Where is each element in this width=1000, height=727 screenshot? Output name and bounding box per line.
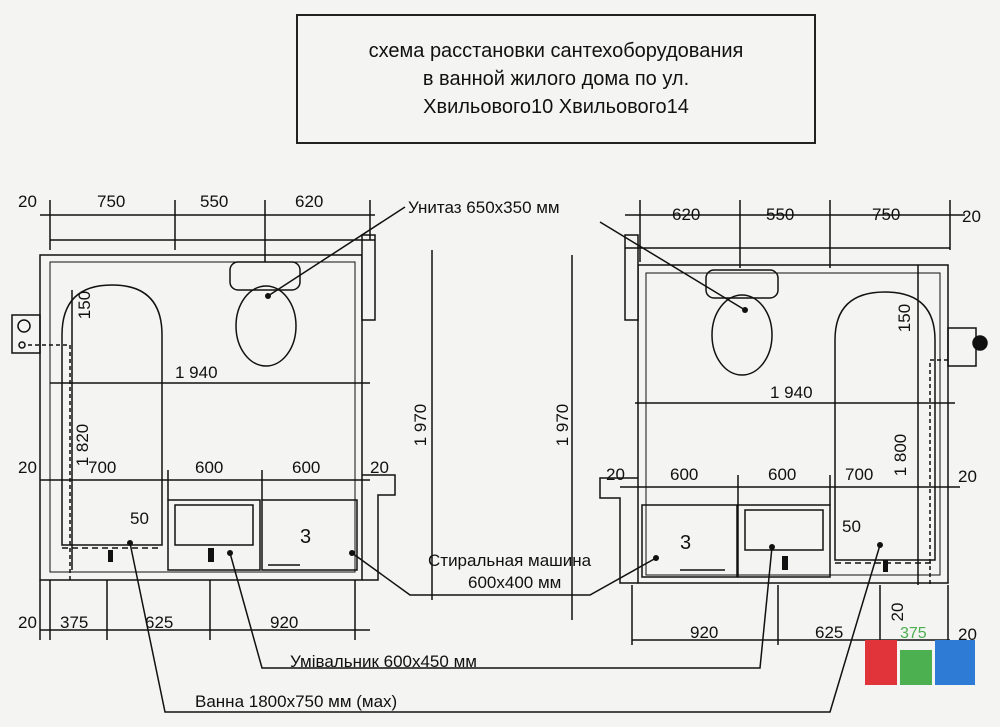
- right-toilet-tank: [705, 269, 779, 299]
- left-sink: [167, 499, 261, 571]
- right-dim-600-a: 600: [670, 465, 698, 484]
- left-washer: [261, 499, 358, 571]
- left-dim-700: 700: [88, 458, 116, 477]
- right-room-inner: [645, 272, 941, 576]
- right-riser-pipe: [947, 327, 977, 367]
- left-washer-num: 3: [300, 526, 311, 548]
- left-partition-top: [361, 234, 376, 321]
- label-washer-line2: 600х400 мм: [468, 573, 561, 592]
- right-dim-625: 625: [815, 623, 843, 642]
- leader-bath: [129, 542, 881, 713]
- right-dim-1800: 1 800: [891, 434, 910, 477]
- right-dim-600-b: 600: [768, 465, 796, 484]
- left-room-inner: [49, 261, 356, 573]
- right-toilet-bowl: [711, 294, 773, 376]
- title-line-2: в ванной жилого дома по ул.: [422, 68, 690, 90]
- right-partition-top: [624, 234, 639, 321]
- left-dim-920: 920: [270, 613, 298, 632]
- right-mark-50: 50: [842, 517, 861, 536]
- label-toilet: Унитаз 650х350 мм: [408, 198, 560, 217]
- left-dim-20-right: 20: [370, 458, 389, 477]
- right-partition-bottom: [599, 477, 638, 584]
- right-dim-1940: 1 940: [770, 383, 813, 402]
- right-dim-150: 150: [895, 304, 914, 332]
- right-dim-20-vertical: 20: [888, 603, 907, 622]
- right-dim-20-mid-left: 20: [606, 465, 625, 484]
- right-sink: [737, 504, 831, 578]
- left-bathtub: [61, 284, 163, 546]
- left-toilet-bowl: [235, 285, 297, 367]
- left-dim-375: 375: [60, 613, 88, 632]
- left-dim-600-b: 600: [292, 458, 320, 477]
- left-mark-50: 50: [130, 509, 149, 528]
- right-bathtub: [834, 291, 936, 561]
- right-washer-num: 3: [680, 532, 691, 554]
- right-dim-700: 700: [845, 465, 873, 484]
- title-line-3: Хвильового10 Хвильового14: [423, 96, 689, 118]
- right-dim-20-top: 20: [962, 207, 981, 226]
- left-dim-20-top: 20: [18, 192, 37, 211]
- right-dim-550: 550: [766, 205, 794, 224]
- logo-green-block: [900, 650, 932, 685]
- right-washer: [641, 504, 738, 578]
- logo-blue-block: [935, 640, 975, 685]
- title-line-1: схема расстановки сантехоборудования: [368, 40, 744, 62]
- left-dim-550: 550: [200, 192, 228, 211]
- logo-375: 375: [865, 625, 975, 685]
- left-dim-600-a: 600: [195, 458, 223, 477]
- left-room-outline: [39, 254, 363, 581]
- left-riser-pipe: [11, 314, 41, 354]
- left-dim-625: 625: [145, 613, 173, 632]
- leader-toilet-right: [599, 221, 746, 311]
- left-partition-bottom: [362, 474, 396, 581]
- leader-toilet-left: [267, 206, 406, 297]
- logo-text: 375: [900, 625, 927, 642]
- label-bath: Ванна 1800х750 мм (мах): [195, 692, 397, 711]
- right-room-outline: [637, 264, 949, 584]
- left-dim-620: 620: [295, 192, 323, 211]
- leader-sink: [229, 546, 773, 669]
- title-box: схема расстановки сантехоборудования в в…: [296, 14, 816, 144]
- logo-red-block: [865, 640, 897, 685]
- label-washer-line1: Стиральная машина: [428, 551, 592, 570]
- right-dim-620: 620: [672, 205, 700, 224]
- label-sink: Умівальник 600х450 мм: [290, 652, 477, 671]
- left-dim-20-bottom: 20: [18, 613, 37, 632]
- leader-washer: [351, 552, 657, 596]
- left-dim-1820: 1 820: [73, 424, 92, 467]
- left-dim-750: 750: [97, 192, 125, 211]
- right-dim-1970: 1 970: [553, 404, 572, 447]
- right-dim-20-bottom: 20: [958, 625, 977, 644]
- left-dim-20-mid: 20: [18, 458, 37, 477]
- right-dim-750: 750: [872, 205, 900, 224]
- left-dim-1940: 1 940: [175, 363, 218, 382]
- left-dim-1970: 1 970: [411, 404, 430, 447]
- left-dim-150: 150: [75, 291, 94, 319]
- right-dim-920: 920: [690, 623, 718, 642]
- right-dim-20-mid-right: 20: [958, 467, 977, 486]
